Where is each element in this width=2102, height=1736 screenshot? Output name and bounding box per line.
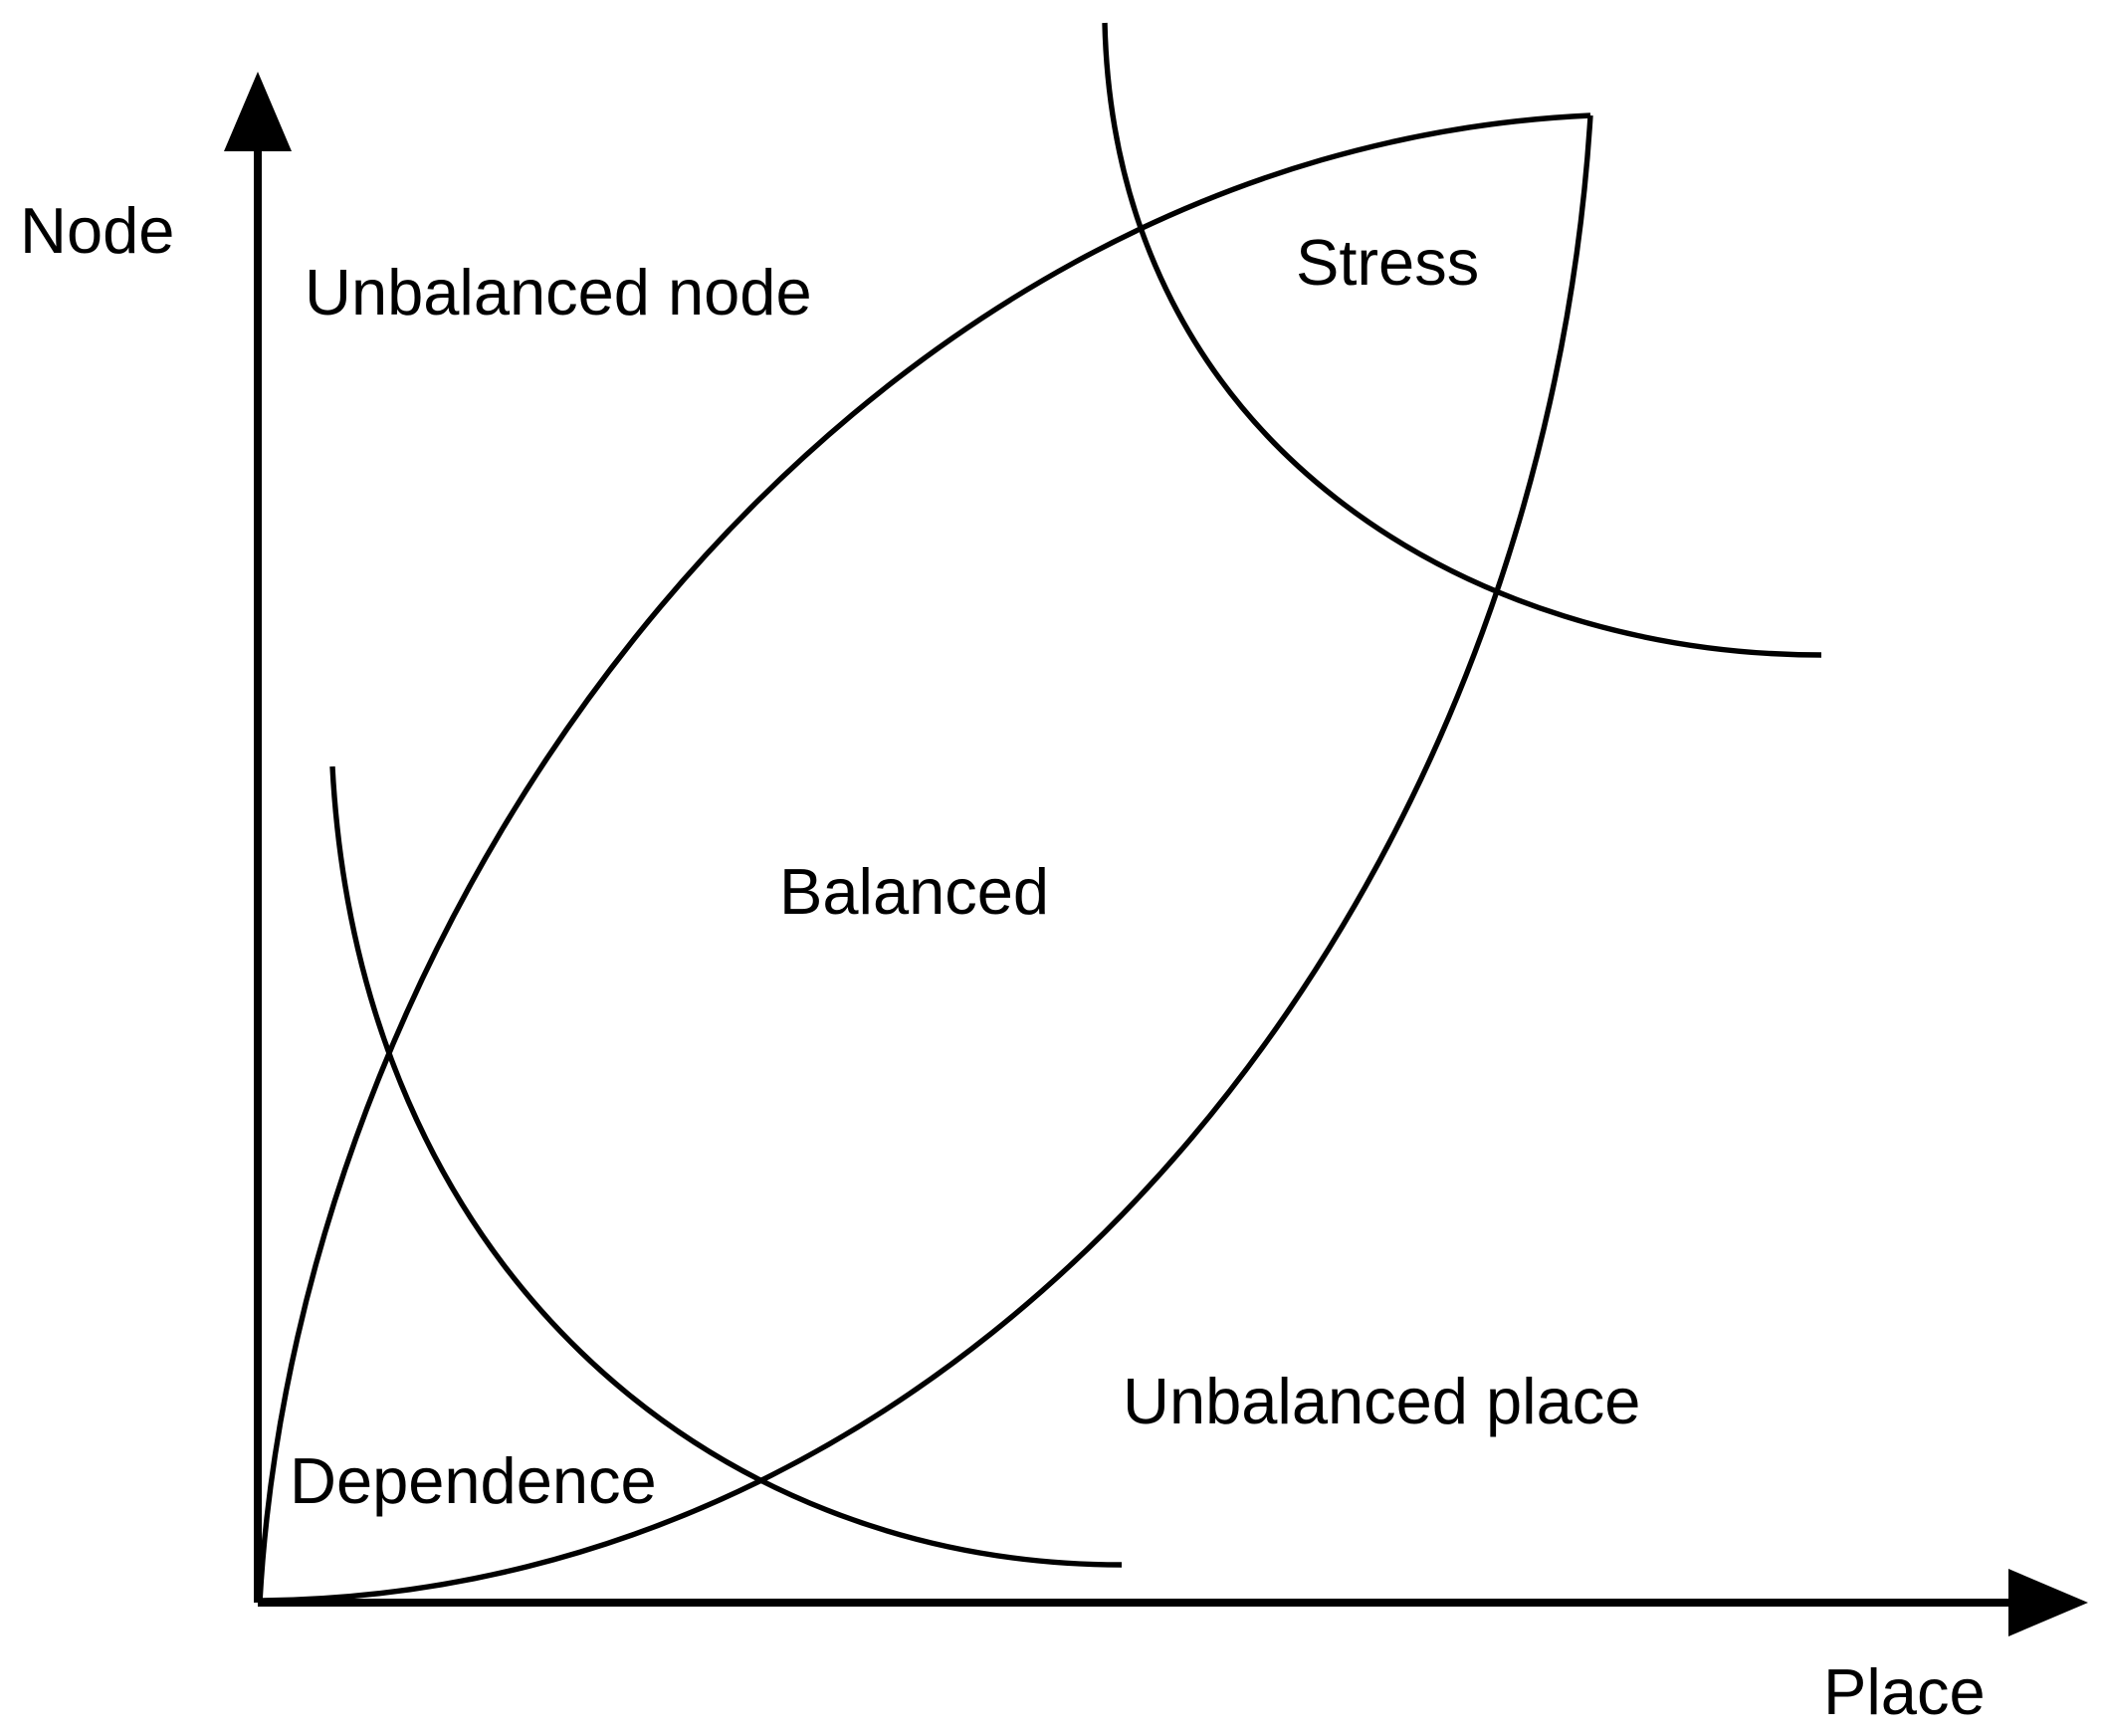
region-label-balanced: Balanced — [779, 855, 1049, 928]
axes — [224, 72, 2088, 1636]
stress-threshold-curve — [1102, 22, 1822, 658]
balance-boundary-lower-curve — [261, 114, 1593, 1604]
dependence-threshold-curve — [329, 765, 1123, 1568]
region-label-unbalanced-place: Unbalanced place — [1123, 1365, 1640, 1437]
region-label-stress: Stress — [1296, 226, 1479, 299]
y-axis-arrowhead — [224, 72, 292, 151]
x-axis-label: Place — [1823, 1655, 1986, 1728]
region-label-dependence: Dependence — [290, 1444, 657, 1517]
x-axis-arrowhead — [2008, 1569, 2088, 1636]
region-label-unbalanced-node: Unbalanced node — [305, 256, 812, 328]
y-axis-label: Node — [20, 194, 174, 267]
balance-boundary-upper-curve — [257, 112, 1591, 1604]
